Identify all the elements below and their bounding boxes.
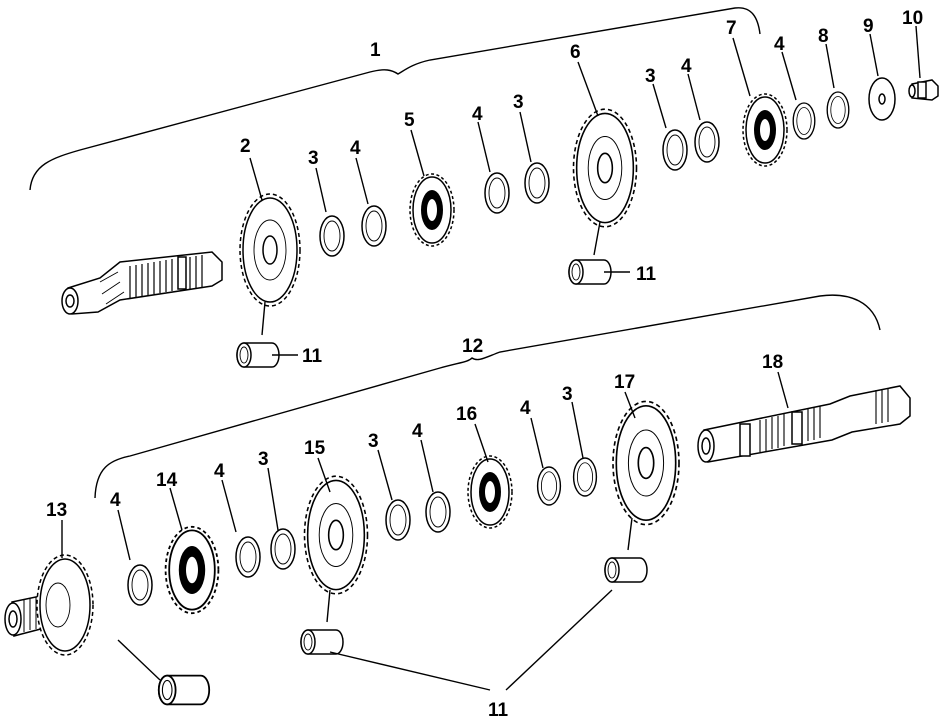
gear-17 — [612, 400, 680, 526]
bolt-10 — [908, 79, 939, 101]
snap-ring-4-upper-c — [694, 121, 720, 163]
snap-ring-4-lower-a — [127, 564, 153, 606]
callout-3: 3 — [258, 449, 269, 470]
gear-5 — [409, 173, 455, 247]
snap-ring-4-lower-c — [425, 491, 451, 533]
callout-10: 10 — [902, 8, 923, 29]
callout-9: 9 — [863, 16, 874, 37]
callout-3: 3 — [368, 431, 379, 452]
callout-5: 5 — [404, 110, 415, 131]
callout-6: 6 — [570, 42, 581, 63]
snap-ring-3-upper-a — [319, 215, 345, 257]
callout-4: 4 — [520, 398, 531, 419]
snap-ring-4-upper-a — [361, 205, 387, 247]
leader-11-right — [505, 589, 613, 691]
callout-18: 18 — [762, 352, 783, 373]
callout-12: 12 — [462, 336, 483, 357]
snap-ring-8 — [826, 91, 850, 129]
snap-ring-4-upper-d — [792, 102, 816, 140]
callout-labels: 1 2 3 4 5 4 3 6 3 4 7 4 8 9 10 11 11 12 … — [46, 8, 923, 720]
shaft-18 — [697, 385, 911, 463]
callout-4: 4 — [774, 34, 785, 55]
callout-3: 3 — [513, 92, 524, 113]
callout-4: 4 — [472, 104, 483, 125]
gear-2 — [239, 193, 301, 307]
gear-7 — [742, 93, 788, 167]
callout-11: 11 — [488, 700, 509, 720]
leader-13-to-11 — [117, 639, 161, 681]
callout-1: 1 — [370, 40, 381, 61]
leader-18 — [777, 371, 789, 409]
callout-4: 4 — [681, 56, 692, 77]
leader-11-left — [329, 651, 491, 691]
callout-14: 14 — [156, 470, 178, 491]
callout-4: 4 — [110, 490, 121, 511]
callout-16: 16 — [456, 404, 477, 425]
callout-2: 2 — [240, 136, 251, 157]
gear-15 — [303, 475, 369, 595]
gear-14 — [164, 525, 220, 615]
snap-ring-4-upper-b — [484, 172, 510, 214]
snap-ring-4-lower-d — [536, 466, 562, 506]
washer-9 — [868, 77, 896, 121]
bushing-11-lower-mid — [300, 629, 344, 655]
callout-7: 7 — [726, 18, 737, 39]
bushing-11-lower-right — [604, 557, 648, 583]
callout-4: 4 — [214, 461, 225, 482]
snap-ring-3-upper-b — [524, 162, 550, 204]
snap-ring-4-lower-b — [235, 536, 261, 578]
callout-11: 11 — [636, 264, 657, 285]
callout-8: 8 — [818, 26, 829, 47]
callout-4: 4 — [412, 421, 423, 442]
snap-ring-3-lower-c — [572, 457, 598, 497]
callout-4: 4 — [350, 138, 361, 159]
upper-shaft — [61, 251, 223, 315]
snap-ring-3-lower-a — [270, 528, 296, 570]
callout-13: 13 — [46, 500, 67, 521]
snap-ring-3-upper-c — [662, 129, 688, 171]
leader-17-to-11 — [627, 517, 633, 551]
leader-2-to-11 — [261, 301, 266, 336]
callout-3: 3 — [562, 384, 573, 405]
snap-ring-3-lower-b — [385, 499, 411, 541]
gear-16 — [467, 455, 513, 529]
gear-13-assembly — [4, 554, 94, 656]
leader-6-to-11 — [593, 221, 601, 256]
bracket-assembly-1 — [29, 7, 761, 191]
bracket-assembly-12 — [94, 294, 881, 499]
gear-6 — [572, 108, 638, 228]
callout-15: 15 — [304, 438, 326, 459]
callout-3: 3 — [645, 66, 656, 87]
callout-3: 3 — [308, 148, 319, 169]
callout-17: 17 — [614, 372, 635, 393]
callout-11: 11 — [302, 346, 323, 367]
bushing-11-lower-left — [157, 674, 211, 706]
leader-15-to-11 — [326, 589, 331, 623]
